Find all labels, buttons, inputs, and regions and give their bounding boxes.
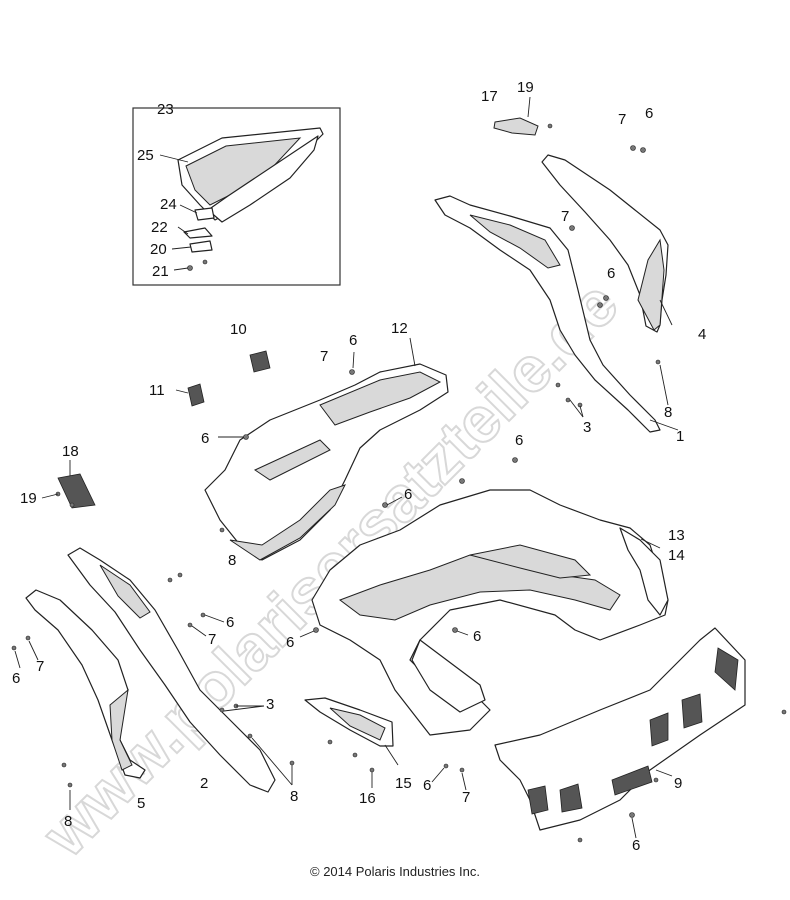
callout-6-dash: 6 — [349, 332, 357, 349]
callout-7-top: 7 — [618, 111, 626, 128]
callout-22: 22 — [151, 219, 168, 236]
callout-4: 4 — [698, 326, 706, 343]
callout-6-bottom-right: 6 — [632, 837, 640, 854]
callout-3-right: 3 — [583, 419, 591, 436]
callout-17: 17 — [481, 88, 498, 105]
callout-6-box-left: 6 — [226, 614, 234, 631]
callout-6-left: 6 — [12, 670, 20, 687]
callout-8-bottom-left: 8 — [64, 813, 72, 830]
callout-1: 1 — [676, 428, 684, 445]
part-20-bracket — [189, 240, 213, 253]
inset-box-group — [132, 107, 341, 286]
callout-3-left: 3 — [266, 696, 274, 713]
part-1-side-rail — [434, 195, 661, 433]
part-17-bracket — [493, 117, 539, 136]
callout-2: 2 — [200, 775, 208, 792]
callout-19-top: 19 — [517, 79, 534, 96]
callout-8-left-rail: 8 — [290, 788, 298, 805]
part-2-side-rail — [67, 547, 276, 793]
callout-7-dash: 7 — [320, 348, 328, 365]
callout-12: 12 — [391, 320, 408, 337]
callout-10: 10 — [230, 321, 247, 338]
callout-21: 21 — [152, 263, 169, 280]
callout-7-left: 7 — [36, 658, 44, 675]
callout-20: 20 — [150, 241, 167, 258]
callout-8-dash: 8 — [228, 552, 236, 569]
callout-5: 5 — [137, 795, 145, 812]
callout-9: 9 — [674, 775, 682, 792]
callout-6-box-front: 6 — [286, 634, 294, 651]
part-11-plate — [187, 383, 205, 407]
callout-24: 24 — [160, 196, 177, 213]
callout-6-box-center: 6 — [473, 628, 481, 645]
callout-7-rail: 7 — [561, 208, 569, 225]
part-9-rear-cover — [494, 627, 746, 831]
callout-7-bottom: 7 — [462, 789, 470, 806]
callout-13: 13 — [668, 527, 685, 544]
copyright-notice: © 2014 Polaris Industries Inc. — [310, 864, 480, 879]
callout-8-right: 8 — [664, 404, 672, 421]
part-14-floor-pan — [411, 639, 486, 713]
part-12-dash-panel — [204, 363, 449, 561]
callout-6-bottom: 6 — [423, 777, 431, 794]
callout-6-dash-right: 6 — [404, 486, 412, 503]
callout-11: 11 — [149, 382, 165, 399]
callout-15: 15 — [395, 775, 412, 792]
inset-box — [132, 107, 341, 286]
callout-6-center: 6 — [515, 432, 523, 449]
callout-19-left: 19 — [20, 490, 37, 507]
callout-6-rail: 6 — [607, 265, 615, 282]
callout-6-dash-left: 6 — [201, 430, 209, 447]
part-10-plate — [249, 350, 271, 373]
part-18-plate — [57, 473, 96, 509]
callout-25: 25 — [137, 147, 154, 164]
part-21-fastener — [187, 265, 193, 271]
callout-16: 16 — [359, 790, 376, 807]
callout-7-box-left: 7 — [208, 631, 216, 648]
callout-14: 14 — [668, 547, 685, 564]
callout-18: 18 — [62, 443, 79, 460]
part-13-cargo-box — [311, 489, 669, 736]
part-22-clip — [183, 227, 213, 239]
part-24-latch — [194, 207, 215, 221]
callout-6-top: 6 — [645, 105, 653, 122]
callout-23: 23 — [157, 101, 174, 118]
callout-labels: 23 25 24 22 20 21 17 19 7 6 7 6 4 8 3 1 … — [12, 79, 706, 854]
